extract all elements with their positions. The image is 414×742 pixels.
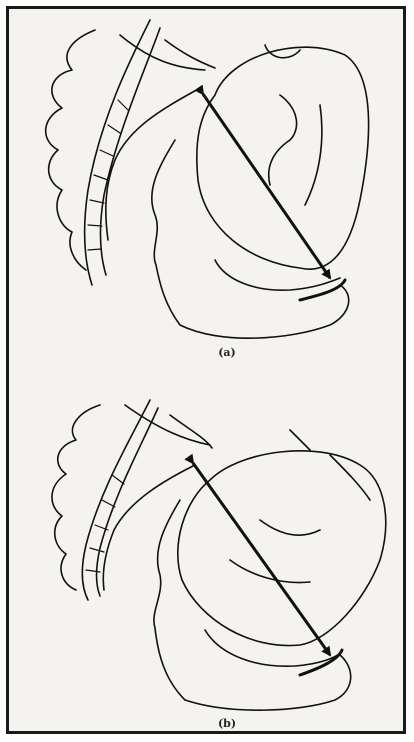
panel-b [52,400,386,710]
lower-blob-a [300,280,345,300]
pelvis-outline-b [154,500,351,710]
pelvis-outline-a [152,140,349,338]
fetal-head-a [197,47,369,269]
measurement-arrow-b [193,463,330,655]
pelvis-inner-b [205,630,342,666]
head-inner-a [265,45,322,205]
panel-b-caption: (b) [207,717,247,730]
upper-lines-b [125,405,310,450]
spine-band-outer-a [85,20,150,285]
sacrum-outline-a [46,30,95,270]
panel-a [46,20,369,338]
measurement-arrow-a [203,94,330,278]
panel-a-caption: (a) [207,346,247,359]
spine-band-inner-a [106,88,200,240]
sacrum-outline-b [52,405,100,590]
spine-band-mid-a [100,28,160,275]
head-inner-b [230,455,370,583]
